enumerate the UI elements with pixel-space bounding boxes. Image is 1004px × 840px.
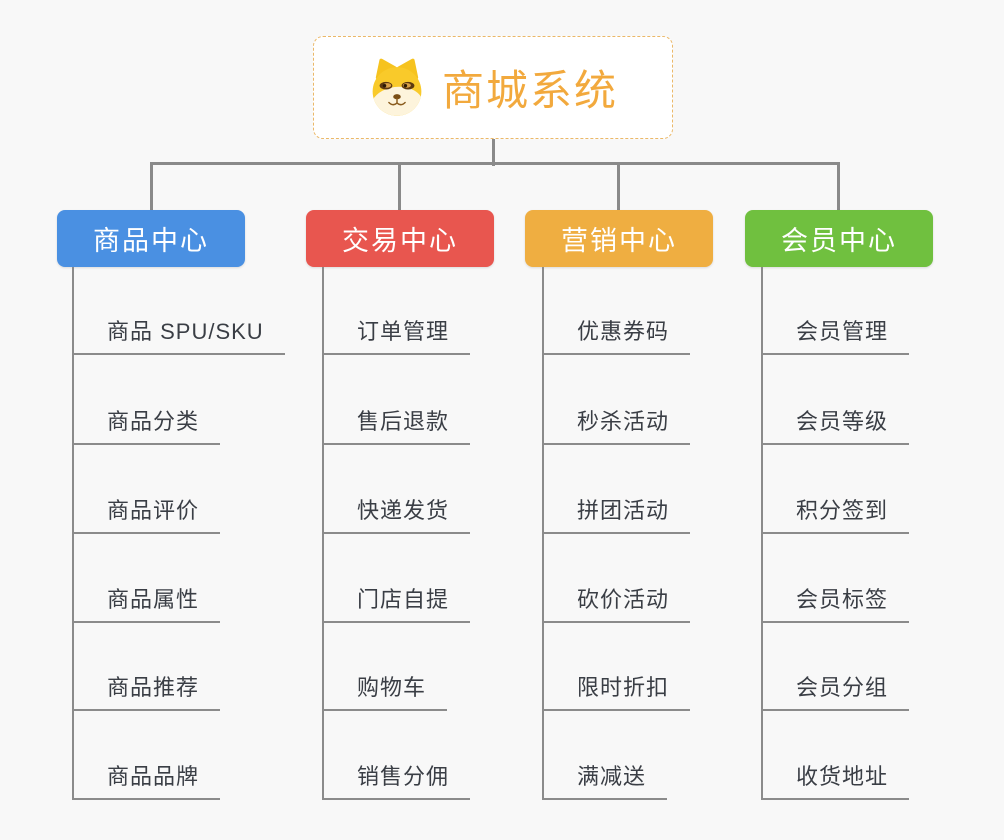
- connector-drop-marketing: [617, 162, 620, 210]
- connector-drop-trade: [398, 162, 401, 210]
- root-connector-stub: [492, 139, 495, 166]
- node-coupon-code[interactable]: 优惠券码: [544, 317, 691, 355]
- node-member-group[interactable]: 会员分组: [763, 673, 910, 711]
- node-product-attribute[interactable]: 商品属性: [74, 585, 221, 623]
- node-shipping-address[interactable]: 收货地址: [763, 762, 910, 800]
- branches-connector-bar: [150, 162, 840, 165]
- connector-drop-member: [837, 162, 840, 210]
- branch-product-children: 商品 SPU/SKU 商品分类 商品评价 商品属性 商品推荐 商品品牌: [72, 267, 314, 800]
- node-product-review[interactable]: 商品评价: [74, 496, 221, 534]
- node-aftersale-refund[interactable]: 售后退款: [324, 407, 471, 445]
- node-express-delivery[interactable]: 快递发货: [324, 496, 471, 534]
- branch-marketing-center[interactable]: 营销中心: [525, 210, 713, 267]
- root-title: 商城系统: [441, 67, 618, 114]
- node-member-tag[interactable]: 会员标签: [763, 585, 910, 623]
- connector-drop-product: [150, 162, 153, 210]
- node-sales-commission[interactable]: 销售分佣: [324, 762, 471, 800]
- node-order-management[interactable]: 订单管理: [324, 317, 471, 355]
- branch-product-center[interactable]: 商品中心: [57, 210, 245, 267]
- node-group-buy[interactable]: 拼团活动: [544, 496, 691, 534]
- node-product-recommend[interactable]: 商品推荐: [74, 673, 221, 711]
- node-product-brand[interactable]: 商品品牌: [74, 762, 221, 800]
- branch-marketing-children: 优惠券码 秒杀活动 拼团活动 砍价活动 限时折扣 满减送: [542, 267, 784, 800]
- node-full-reduction[interactable]: 满减送: [544, 762, 668, 800]
- node-product-category[interactable]: 商品分类: [74, 407, 221, 445]
- node-store-pickup[interactable]: 门店自提: [324, 585, 471, 623]
- branch-trade-children: 订单管理 售后退款 快递发货 门店自提 购物车 销售分佣: [322, 267, 564, 800]
- node-flash-sale[interactable]: 秒杀活动: [544, 407, 691, 445]
- node-bargain[interactable]: 砍价活动: [544, 585, 691, 623]
- branch-member-children: 会员管理 会员等级 积分签到 会员标签 会员分组 收货地址: [761, 267, 1003, 800]
- node-member-management[interactable]: 会员管理: [763, 317, 910, 355]
- branch-trade-center[interactable]: 交易中心: [306, 210, 494, 267]
- branch-member-center[interactable]: 会员中心: [745, 210, 933, 267]
- node-time-discount[interactable]: 限时折扣: [544, 673, 691, 711]
- doge-icon: [372, 58, 422, 116]
- node-shopping-cart[interactable]: 购物车: [324, 673, 448, 711]
- node-points-checkin[interactable]: 积分签到: [763, 496, 910, 534]
- node-product-spu-sku[interactable]: 商品 SPU/SKU: [74, 317, 285, 355]
- root-node[interactable]: 商城系统: [313, 36, 673, 139]
- node-member-level[interactable]: 会员等级: [763, 407, 910, 445]
